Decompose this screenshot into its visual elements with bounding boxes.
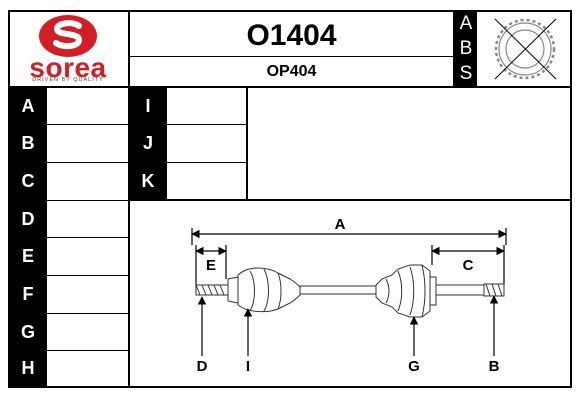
no-abs-ring-icon <box>494 18 557 80</box>
label-e: E <box>10 238 46 275</box>
abs-letter-b: B <box>455 36 477 61</box>
row-line <box>8 200 128 201</box>
row-line <box>128 162 247 163</box>
brand-logo: sorea DRIVEN BY QUALITY <box>12 14 124 84</box>
middle-block-inner <box>166 88 167 200</box>
header-divider <box>8 86 572 88</box>
label-g: G <box>10 314 46 350</box>
label-c: C <box>10 163 46 200</box>
dimension-a-label: A <box>335 216 346 233</box>
left-col-divider <box>128 88 130 388</box>
part-i-label: I <box>246 358 250 375</box>
label-i: I <box>130 88 166 124</box>
row-line <box>8 162 128 163</box>
left-col-inner <box>46 88 47 388</box>
row-line <box>8 237 128 238</box>
abs-letter-s: S <box>455 61 477 86</box>
product-code: O1404 <box>246 19 337 52</box>
row-line <box>8 313 128 314</box>
brand-name: sorea <box>29 52 107 83</box>
label-j: J <box>130 125 166 162</box>
dimension-e-label: E <box>206 257 216 274</box>
dimension-c-label: C <box>463 257 474 274</box>
part-d-label: D <box>197 358 208 375</box>
part-b-label: B <box>489 358 500 375</box>
middle-block-bottom <box>128 199 572 201</box>
title-divider <box>128 56 454 57</box>
row-line <box>128 124 247 125</box>
brand-emblem-icon <box>39 15 97 57</box>
drive-shaft-diagram: A E C D I G B <box>191 216 507 375</box>
label-f: F <box>10 276 46 313</box>
label-a: A <box>10 88 46 124</box>
product-reference: OP404 <box>266 63 317 80</box>
row-line <box>8 124 128 125</box>
label-h: H <box>10 351 46 386</box>
row-line <box>8 275 128 276</box>
abs-divider <box>453 10 455 88</box>
label-k: K <box>130 163 166 199</box>
abs-letter-a: A <box>455 12 477 36</box>
row-line <box>8 350 128 351</box>
label-d: D <box>10 201 46 237</box>
label-b: B <box>10 125 46 162</box>
middle-block-right <box>246 88 248 200</box>
logo-divider <box>128 10 130 88</box>
part-g-label: G <box>408 358 420 375</box>
brand-tagline: DRIVEN BY QUALITY <box>32 77 104 83</box>
